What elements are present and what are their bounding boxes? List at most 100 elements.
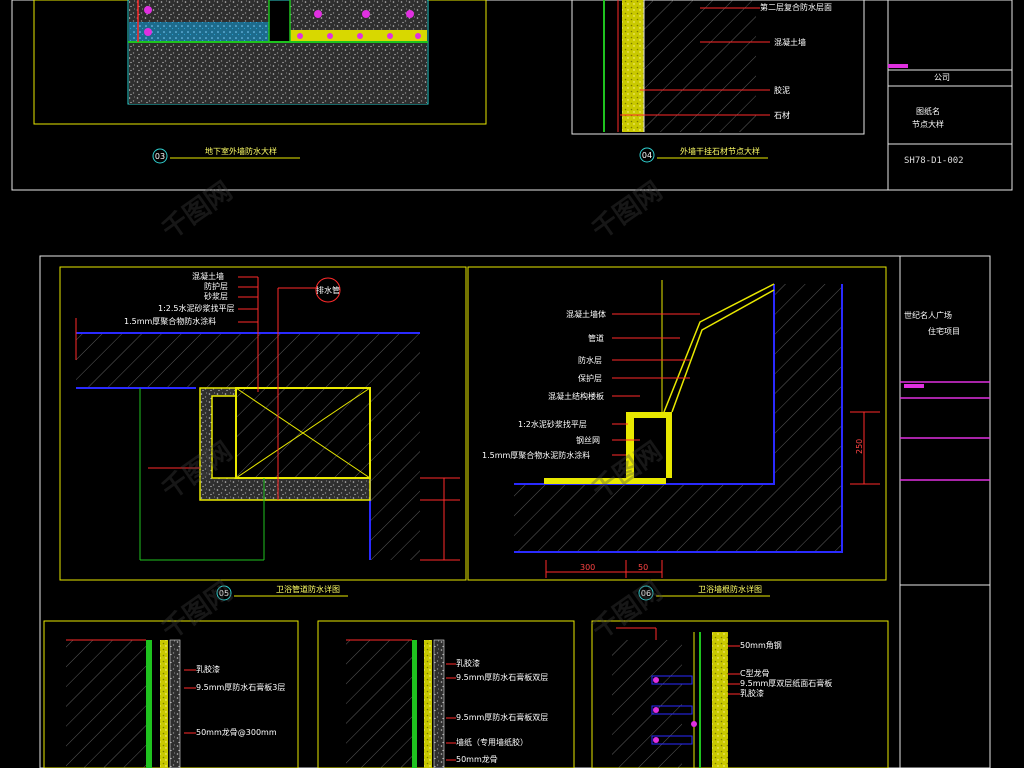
detail-e-callout-2: C型龙骨 <box>740 668 770 678</box>
project-name-line-2: 住宅项目 <box>928 326 960 336</box>
detail-06-protect-layer <box>626 412 666 478</box>
detail-04-callout-1: 第二层复合防水层面 <box>760 2 832 12</box>
detail-03-waterproof-layer <box>129 22 269 42</box>
detail-d-callout-2: 9.5mm厚防水石膏板双层 <box>456 672 548 682</box>
detail-d-callout-1: 乳胶漆 <box>456 658 480 668</box>
detail-d-callout-4: 墙纸（专用墙纸胶） <box>456 737 528 747</box>
top-title-marker <box>888 64 908 68</box>
bottom-title-block: 世纪名人广场 住宅项目 <box>900 310 990 586</box>
detail-03-title: 地下室外墙防水大样 <box>205 146 277 156</box>
detail-06-blue-outer <box>514 284 843 553</box>
detail-05-callout-5: 1.5mm厚聚合物防水涂料 <box>124 316 216 326</box>
detail-05-pipe-cross-2 <box>235 387 371 479</box>
detail-e-frame <box>591 620 889 768</box>
detail-c-wall <box>66 640 146 768</box>
bottom-sheet: 世纪名人广场 住宅项目 <box>39 255 991 768</box>
detail-03-number: 03 <box>155 152 165 161</box>
top-title-block: 公司 图纸名 节点大样 SH78-D1-002 <box>888 64 1012 166</box>
detail-06-dim-vertical: 250 <box>855 439 864 454</box>
detail-03-top-fill <box>129 0 269 22</box>
detail-d-board <box>424 640 432 768</box>
detail-03-frame <box>33 0 487 125</box>
detail-06-callout-leaders <box>545 313 880 578</box>
detail-04-leaders <box>620 7 770 116</box>
detail-04-frame <box>571 0 865 135</box>
detail-06-number-circle <box>638 585 654 601</box>
detail-c-callout-3: 50mm龙骨@300mm <box>196 727 277 737</box>
detail-05-frame <box>59 266 467 581</box>
detail-e-anchor-bolts <box>651 675 697 745</box>
detail-d-callout-5: 50mm龙骨 <box>456 754 498 764</box>
detail-04-callout-3: 胶泥 <box>774 85 790 95</box>
detail-06-wall-line-2 <box>671 289 775 413</box>
project-name-line-1: 世纪名人广场 <box>904 310 952 320</box>
detail-05-concrete <box>76 333 420 560</box>
detail-05-pipe-callout-circle <box>315 277 341 303</box>
detail-05-callout-2: 防护层 <box>204 281 228 291</box>
detail-d-frame <box>317 620 575 768</box>
detail-05-callout-1: 混凝土墙 <box>192 271 224 281</box>
detail-05-title-group: 05 卫浴管道防水详图 <box>216 584 348 601</box>
detail-06-callout-6: 1:2水泥砂浆找平层 <box>518 419 587 429</box>
detail-05-number: 05 <box>219 589 229 598</box>
detail-e-callout-3: 9.5mm厚双层纸面石膏板 <box>740 678 832 688</box>
detail-e-board <box>712 632 728 768</box>
detail-c-callout-2: 9.5mm厚防水石膏板3层 <box>196 682 285 692</box>
detail-e-callout-1: 50mm角钢 <box>740 640 782 650</box>
detail-e-callout-4: 乳胶漆 <box>740 688 764 698</box>
detail-c-callout-1: 乳胶漆 <box>196 664 220 674</box>
top-drawing-code: SH78-D1-002 <box>904 156 964 166</box>
detail-c-leaders <box>184 669 196 734</box>
top-drawing-line-1: 图纸名 <box>916 106 940 116</box>
detail-d-leaders <box>446 663 456 761</box>
top-sheet: 03 地下室外墙防水大样 第二层复合防水层面 混凝土墙 胶泥 石材 04 外墙干… <box>11 0 1013 191</box>
detail-06-callout-3: 防水层 <box>578 355 602 365</box>
detail-04-callout-2: 混凝土墙 <box>774 37 806 47</box>
detail-04-number-circle <box>639 147 655 163</box>
watermark-2: 千图网 <box>587 176 668 245</box>
detail-c-green-stud <box>146 640 152 768</box>
detail-05-pipe-box <box>235 387 371 479</box>
detail-06-dim-a: 300 <box>580 563 595 572</box>
detail-03-base-fill <box>129 42 427 104</box>
bottom-sheet-frame <box>39 255 991 768</box>
detail-d-callout-3: 9.5mm厚防水石膏板双层 <box>456 712 548 722</box>
detail-05-number-circle <box>216 585 232 601</box>
watermark-1: 千图网 <box>157 176 238 245</box>
detail-04-title: 外墙干挂石材节点大样 <box>680 146 760 156</box>
detail-e-wall <box>612 640 682 768</box>
detail-04-stone-layer <box>622 0 644 132</box>
detail-e-leaders <box>616 627 740 695</box>
detail-06-callout-5: 混凝土结构楼板 <box>548 391 604 401</box>
detail-05-callout-leaders <box>238 276 460 561</box>
detail-05-title: 卫浴管道防水详图 <box>276 584 340 594</box>
watermark-5: 千图网 <box>157 576 238 645</box>
detail-d-wall <box>346 640 412 768</box>
detail-06-frame <box>467 266 887 581</box>
detail-05-pipe-label: 排水管 <box>316 285 340 295</box>
detail-06-concrete <box>514 284 842 552</box>
detail-06-number: 06 <box>641 589 651 598</box>
detail-06-callout-1: 混凝土墙体 <box>566 309 606 319</box>
detail-d-plaster <box>433 639 445 768</box>
detail-06-callout-7: 钢丝网 <box>576 435 600 445</box>
detail-03-number-circle <box>152 148 168 164</box>
detail-d-green-stud <box>412 640 417 768</box>
detail-c-board <box>160 640 168 768</box>
detail-04-callout-4: 石材 <box>774 110 790 120</box>
detail-06-title-group: 06 卫浴墙根防水详图 <box>638 584 770 601</box>
detail-04-number: 04 <box>642 151 652 160</box>
detail-c-frame <box>43 620 299 768</box>
detail-06-wall-line <box>663 283 775 413</box>
detail-05-callout-3: 砂浆层 <box>204 291 228 301</box>
detail-04-concrete-wall <box>644 0 756 132</box>
top-sheet-frame <box>11 0 1013 191</box>
detail-05-callout-4: 1:2.5水泥砂浆找平层 <box>158 303 235 313</box>
detail-04-title-group: 04 外墙干挂石材节点大样 <box>639 146 768 163</box>
detail-06-callout-8: 1.5mm厚聚合物水泥防水涂料 <box>482 450 590 460</box>
detail-03-title-group: 03 地下室外墙防水大样 <box>152 146 300 164</box>
top-company: 公司 <box>934 73 950 82</box>
detail-03-anchor-dots <box>144 6 421 39</box>
detail-c-plaster <box>169 639 181 768</box>
